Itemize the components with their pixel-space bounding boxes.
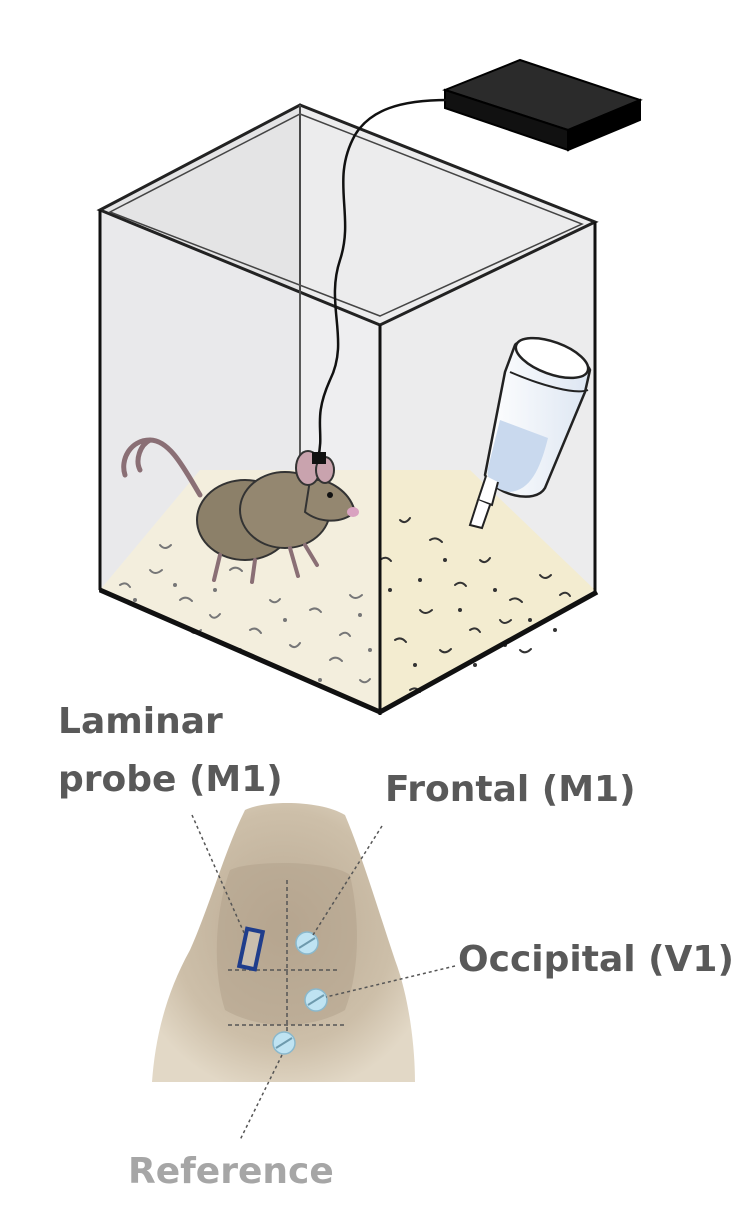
label-laminar-line2: probe (M1)	[58, 759, 283, 800]
leader-occipital	[325, 965, 456, 998]
frontal-screw	[295, 931, 319, 955]
leader-reference	[239, 1054, 283, 1141]
label-laminar-line1: Laminar	[58, 701, 223, 742]
label-frontal: Frontal (M1)	[385, 769, 636, 810]
occipital-screw	[304, 988, 328, 1012]
tether-cable	[316, 98, 449, 459]
leader-lines	[191, 814, 456, 1141]
laminar-probe-marker	[236, 926, 266, 972]
recording-device	[442, 58, 643, 152]
label-occipital: Occipital (V1)	[458, 939, 734, 980]
mouse-tail	[121, 437, 203, 498]
water-bottle	[468, 336, 592, 530]
leader-laminar	[191, 814, 246, 936]
reference-screw	[272, 1031, 296, 1055]
label-reference: Reference	[128, 1151, 334, 1192]
cage-front-glass-left	[100, 210, 380, 712]
skull-image	[152, 803, 415, 1082]
mouse	[121, 437, 359, 584]
